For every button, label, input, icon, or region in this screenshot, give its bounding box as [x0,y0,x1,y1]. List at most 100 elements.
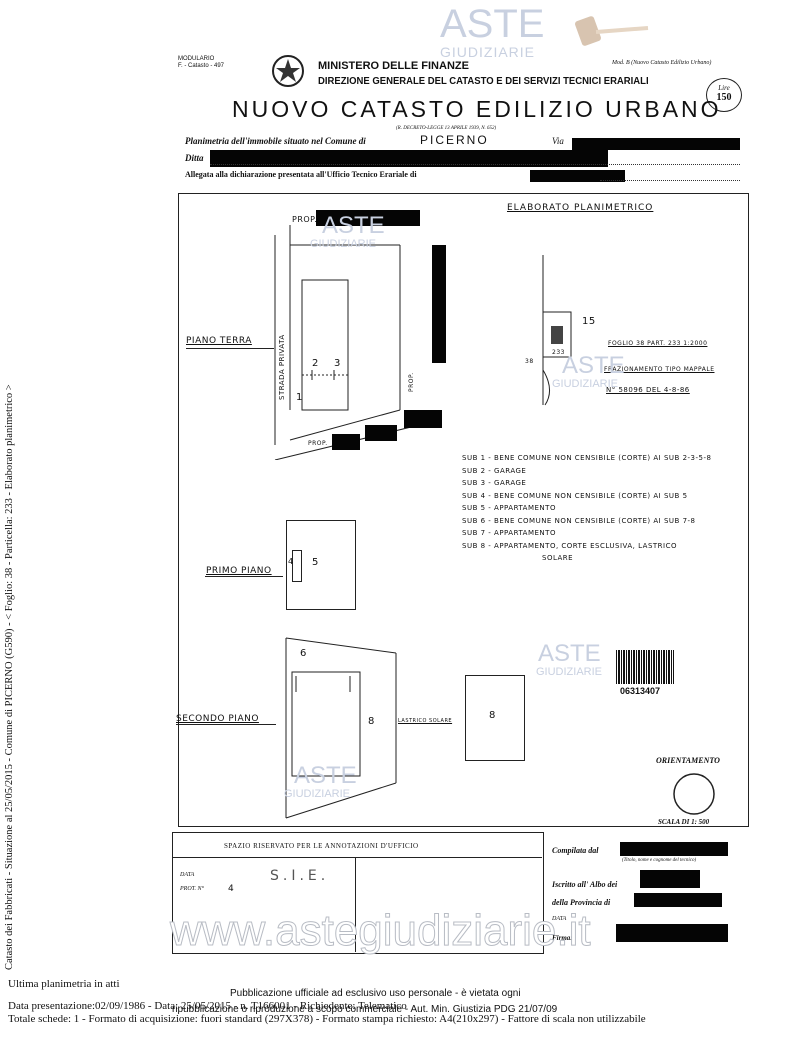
pubblicazione-line2: ripubblicazione o riproduzione a scopo c… [172,1004,558,1015]
iscritto-label: Iscritto all' Albo dei [552,880,618,889]
emblem-icon [270,54,306,88]
sub-item: SUB 2 - GARAGE [462,466,527,475]
sp-sub-6: 6 [300,648,307,659]
sub-item: SUB 8 - APPARTAMENTO, CORTE ESCLUSIVA, L… [462,541,677,550]
prop-right-label: PROP. [408,372,415,392]
ministry-title: MINISTERO DELLE FINANZE [318,60,469,72]
sub-item: SUB 7 - APPARTAMENTO [462,529,556,537]
pubblicazione-line1: Pubblicazione ufficiale ad esclusivo uso… [230,988,521,999]
ditta-label: Ditta [185,153,204,163]
totale-schede-line: Totale schede: 1 - Formato di acquisizio… [8,1013,646,1025]
redacted-firma [616,924,728,942]
redacted-prop-b1 [404,410,442,428]
main-title: NUOVO CATASTO EDILIZIO URBANO [232,96,722,122]
compass-icon [672,772,716,816]
prop-bottom-label: PROP. [308,440,328,447]
firma-label: Firma: [552,934,573,942]
piano-terra-label: PIANO TERRA [186,336,252,346]
redacted-provincia [634,893,722,907]
stamp-circle: Lire 150 [706,78,742,112]
direction-title: DIREZIONE GENERALE DEL CATASTO E DEI SER… [318,76,649,87]
redacted-albo [640,870,700,888]
via-label: Via [552,136,564,146]
map-num-15: 15 [582,316,596,327]
sub-item: SUB 3 - GARAGE [462,479,527,487]
watermark-giudiziarie: GIUDIZIARIE [552,378,619,390]
provincia-label: della Provincia di [552,898,611,907]
watermark-aste: ASTE [322,212,385,239]
location-map [542,255,572,406]
ultima-planimetria: Ultima planimetria in atti [8,978,120,990]
frazionamento-text: FRAZIONAMENTO TIPO MAPPALE [604,366,715,373]
barcode [616,650,674,684]
secondo-piano-plan [285,637,397,819]
primo-piano-label: PRIMO PIANO [206,566,272,576]
pp-sub-5: 5 [312,557,319,568]
watermark-giudiziarie: GIUDIZIARIE [284,788,351,800]
sub-item: SOLARE [542,554,574,562]
watermark-aste: ASTE [294,762,357,789]
strada-label: STRADA PRIVATA [278,334,286,400]
watermark-aste: ASTE [538,640,601,667]
spazio-label: SPAZIO RISERVATO PER LE ANNOTAZIONI D'UF… [224,842,419,850]
model-label: Mod. B (Nuovo Catasto Edilizio Urbano) [612,60,712,66]
watermark-giudiziarie: GIUDIZIARIE [310,238,377,250]
prot-value: 4 [228,884,235,894]
presentazione-line: Data presentazione:02/09/1986 - Data: 25… [8,1000,407,1012]
elaborato-title: ELABORATO PLANIMETRICO [507,203,654,213]
watermark-aste: ASTE [440,2,545,46]
redacted-ditta [210,150,608,167]
redacted-via [572,138,740,150]
side-reference: Catasto dei Fabbricati - Situazione al 2… [4,384,15,970]
pt-sub-2: 2 [312,358,319,369]
piano-terra-plan [274,225,441,460]
sp-sub-8: 8 [368,716,375,727]
decree-label: (R. DECRETO-LEGGE 13 APRILE 1939, N. 652… [396,126,497,131]
lastrico-label: LASTRICO SOLARE [398,718,453,724]
drawing-frame [178,193,749,827]
secondo-piano-label: SECONDO PIANO [176,714,259,724]
prot-label: PROT. N° [180,886,204,892]
redacted-prop [316,210,420,226]
dotted-line [600,180,740,181]
primo-piano-plan [286,520,356,610]
sub-item: SUB 4 - BENE COMUNE NON CENSIBILE (CORTE… [462,491,688,500]
modulario-label: MODULARIO F. - Catasto - 497 [178,56,225,69]
prop-top-label: PROP. [292,215,318,224]
planimetria-label: Planimetria dell'immobile situato nel Co… [185,136,366,146]
level-line [205,576,283,577]
level-line [186,348,274,349]
sub-item: SUB 5 - APPARTAMENTO [462,504,556,512]
sub-list: SUB 1 - BENE COMUNE NON CENSIBILE (CORTE… [462,452,711,565]
level-line [176,724,276,725]
pp-sub-4: 4 [288,557,294,566]
watermark-giudiziarie: GIUDIZIARIE [440,44,536,60]
comune-value: PICERNO [420,133,489,147]
sub-item: SUB 1 - BENE COMUNE NON CENSIBILE (CORTE… [462,454,712,462]
lastrico-plan [465,675,525,761]
sp-sub-8b: 8 [489,710,496,721]
map-num-233: 233 [552,349,565,356]
redacted-tecnico [620,842,728,856]
foglio-text: FOGLIO 38 PART. 233 1:2000 [608,340,708,347]
redacted-prop-right [432,245,446,363]
annotations-box [172,832,544,954]
compilata-label: Compilata dal [552,846,599,855]
primo-piano-notch [292,550,302,582]
box-divider [172,857,542,858]
barcode-number: 06313407 [620,686,661,696]
watermark-giudiziarie: GIUDIZIARIE [536,666,603,678]
box-divider [355,857,356,952]
sub-item: SUB 6 - BENE COMUNE NON CENSIBILE (CORTE… [462,516,696,525]
redacted-ufficio [530,170,625,182]
redacted-prop-b3 [332,434,360,450]
office-stamp: S.I.E. [270,868,330,884]
titolo-label: (Titolo, nome e cognome del tecnico) [622,858,697,863]
pt-sub-1: 1 [296,392,303,403]
gavel-icon [572,12,652,52]
n-text: N° 58096 DEL 4-8-86 [606,386,690,394]
scala-label: SCALA DI 1: 500 [658,818,710,826]
data2-label: DATA [552,916,567,922]
orientamento-label: ORIENTAMENTO [656,756,720,765]
watermark-url: www.astegiudiziarie.it [170,906,592,956]
